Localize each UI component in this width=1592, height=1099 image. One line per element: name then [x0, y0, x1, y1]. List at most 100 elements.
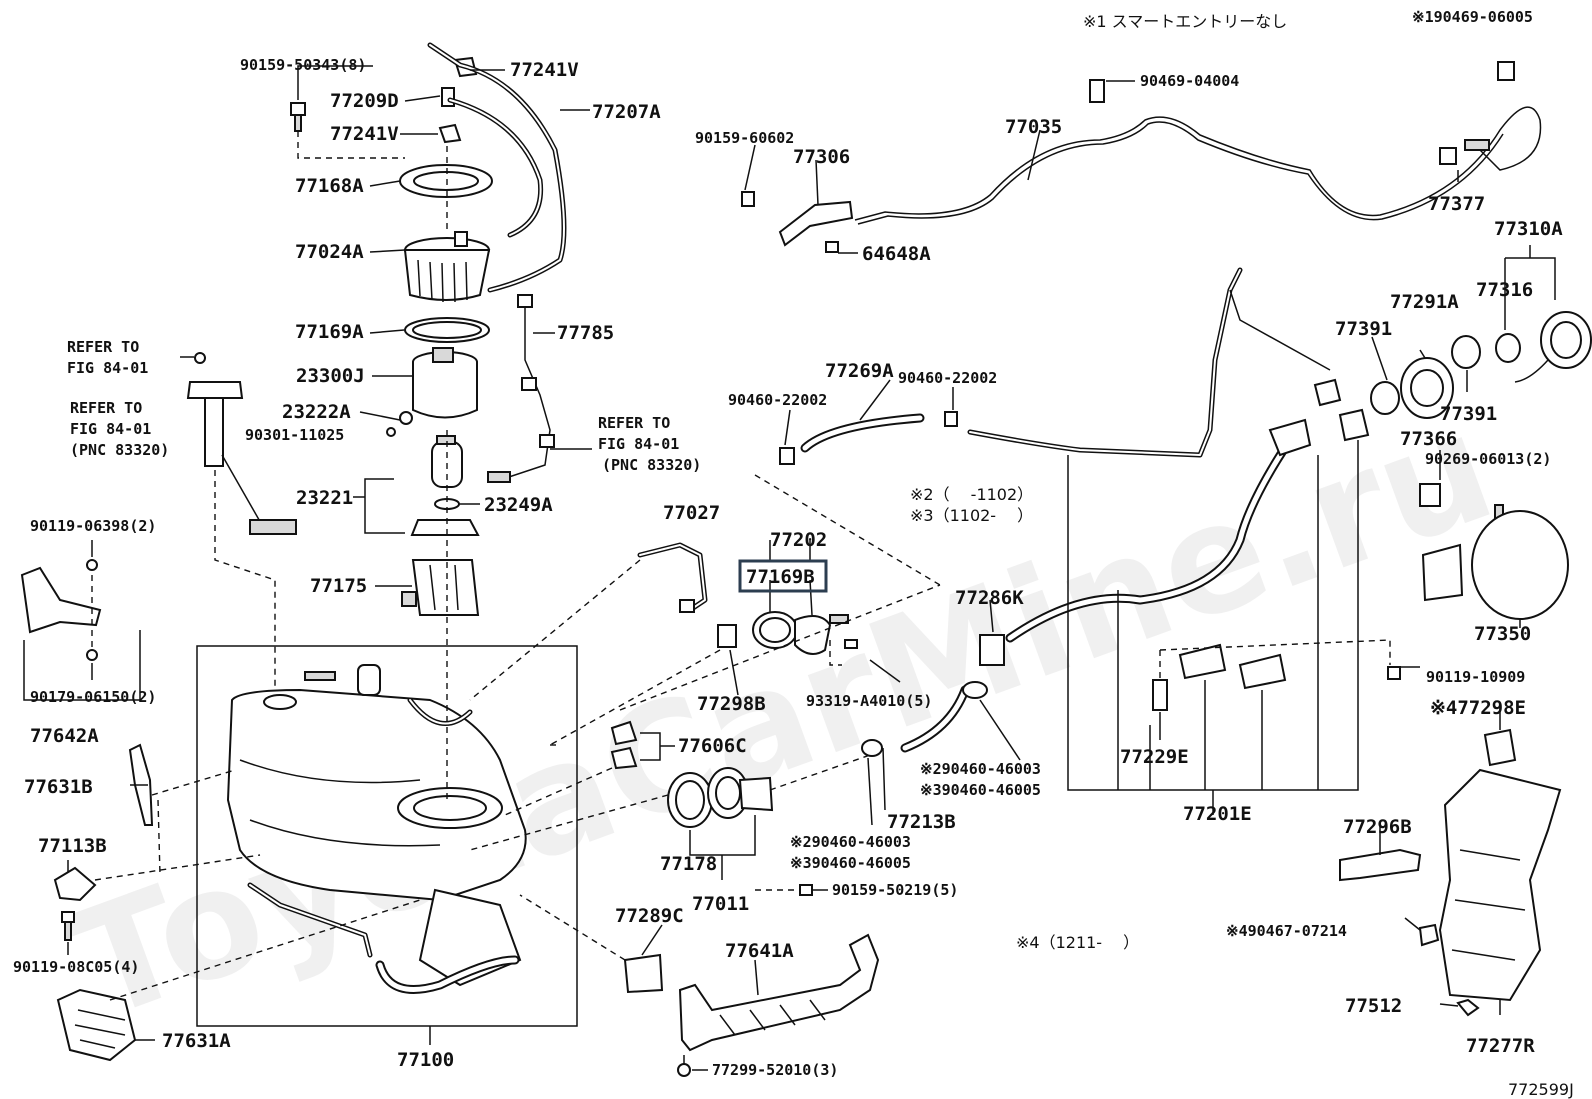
label-64648a[interactable]: 64648A [862, 243, 931, 265]
clamp-icon[interactable] [1238, 653, 1287, 690]
bolt-icon[interactable] [799, 884, 813, 896]
label-77011[interactable]: 77011 [692, 893, 749, 915]
fuel-tank[interactable] [226, 664, 527, 994]
label-77631a[interactable]: 77631A [162, 1030, 231, 1052]
label-77209d[interactable]: 77209D [330, 90, 399, 112]
label-90460-46003-b[interactable]: ※290460-46003 [790, 833, 911, 851]
label-77241v-a[interactable]: 77241V [510, 59, 579, 81]
label-90460-22002-a[interactable]: 90460-22002 [728, 391, 827, 409]
label-77241v-b[interactable]: 77241V [330, 123, 399, 145]
label-77298e[interactable]: ※477298E [1430, 697, 1526, 719]
lid-hinge[interactable] [1421, 543, 1464, 602]
label-90467-07214[interactable]: ※490467-07214 [1226, 922, 1347, 940]
label-77316[interactable]: 77316 [1476, 279, 1533, 301]
bolt-icon[interactable] [290, 102, 306, 132]
refer-pnc-3[interactable]: (PNC 83320) [602, 456, 701, 474]
bracket-icon[interactable] [1313, 378, 1342, 407]
label-77286k[interactable]: 77286K [955, 587, 1024, 609]
label-77113b[interactable]: 77113B [38, 835, 107, 857]
clip-77289c[interactable] [623, 953, 664, 994]
oring-23222a[interactable] [399, 411, 413, 425]
refer-to-1[interactable]: REFER TO [67, 338, 139, 356]
fuel-cap-77310a[interactable] [1514, 311, 1592, 383]
valve-77298b[interactable] [717, 624, 737, 648]
bracket-77642a[interactable] [20, 566, 102, 634]
cable-end-77377[interactable] [1439, 147, 1457, 165]
fuel-lid-77350[interactable] [1471, 510, 1569, 620]
tank-protector-77641a[interactable] [678, 933, 880, 1052]
label-77100[interactable]: 77100 [397, 1049, 454, 1071]
clip-77241v-lower[interactable] [438, 123, 462, 144]
bolt-icon[interactable] [1387, 666, 1401, 680]
label-77201e[interactable]: 77201E [1183, 803, 1252, 825]
label-23222a[interactable]: 23222A [282, 401, 351, 423]
label-77291a[interactable]: 77291A [1390, 291, 1459, 313]
clip-64648a[interactable] [825, 241, 839, 253]
label-90460-46005-a[interactable]: ※390460-46005 [920, 781, 1041, 799]
label-77306[interactable]: 77306 [793, 146, 850, 168]
label-77169b[interactable]: 77169B [746, 566, 815, 588]
fuel-pump-module[interactable] [403, 231, 491, 303]
retainer-ring[interactable] [399, 164, 493, 198]
label-77377[interactable]: 77377 [1428, 193, 1485, 215]
connector-77209d[interactable] [441, 87, 455, 107]
label-77299-52010[interactable]: 77299-52010(3) [712, 1061, 838, 1079]
label-93319-a4010[interactable]: 93319-A4010(5) [806, 692, 932, 710]
label-77391-a[interactable]: 77391 [1335, 318, 1392, 340]
refer-to-3[interactable]: REFER TO [598, 414, 670, 432]
label-90460-46005-b[interactable]: ※390460-46005 [790, 854, 911, 872]
label-77169a[interactable]: 77169A [295, 321, 364, 343]
label-90301-11025[interactable]: 90301-11025 [245, 426, 344, 444]
refer-fig-2[interactable]: FIG 84-01 [70, 420, 151, 438]
label-90119-08c05[interactable]: 90119-08C05(4) [13, 958, 139, 976]
label-77785[interactable]: 77785 [557, 322, 614, 344]
cover-77113b[interactable] [53, 866, 97, 902]
label-90269-06013[interactable]: 90269-06013(2) [1425, 450, 1551, 468]
clamp-77286k[interactable] [979, 634, 1005, 666]
label-90469-04004[interactable]: 90469-04004 [1140, 72, 1239, 90]
refer-fig-1[interactable]: FIG 84-01 [67, 359, 148, 377]
clamp-90469-04004[interactable] [1089, 79, 1105, 103]
label-77178[interactable]: 77178 [660, 853, 717, 875]
cable-77035[interactable] [854, 106, 1542, 221]
tube-77027[interactable] [637, 542, 708, 613]
wire-harness-77785[interactable] [499, 300, 551, 481]
label-77366[interactable]: 77366 [1400, 428, 1457, 450]
filler-gasket-77178[interactable] [667, 772, 713, 828]
label-77175[interactable]: 77175 [310, 575, 367, 597]
clip-77512[interactable] [1456, 998, 1480, 1017]
lid-lock-77306[interactable] [778, 200, 854, 247]
bracket-77296b[interactable] [1339, 848, 1422, 882]
label-90469-06005[interactable]: ※190469-06005 [1412, 8, 1533, 26]
label-77391-b[interactable]: 77391 [1440, 403, 1497, 425]
label-77035[interactable]: 77035 [1005, 116, 1062, 138]
pump-bracket[interactable] [401, 559, 480, 616]
label-77277r[interactable]: 77277R [1466, 1035, 1535, 1057]
clamp-90469-06005[interactable] [1497, 61, 1515, 81]
pump-gasket[interactable] [410, 519, 480, 536]
label-90119-06398[interactable]: 90119-06398(2) [30, 517, 156, 535]
label-77606c[interactable]: 77606C [678, 735, 747, 757]
label-77269a[interactable]: 77269A [825, 360, 894, 382]
gasket-77391-a[interactable] [1370, 381, 1400, 415]
label-23249a[interactable]: 23249A [484, 494, 553, 516]
label-23221[interactable]: 23221 [296, 487, 353, 509]
label-90460-22002-b[interactable]: 90460-22002 [898, 369, 997, 387]
label-77229e[interactable]: 77229E [1120, 746, 1189, 768]
label-77310a[interactable]: 77310A [1494, 218, 1563, 240]
label-77213b[interactable]: 77213B [887, 811, 956, 833]
label-77642a[interactable]: 77642A [30, 725, 99, 747]
fuel-sender-gauge[interactable] [186, 381, 297, 535]
refer-pnc-2[interactable]: (PNC 83320) [70, 441, 169, 459]
gasket-77391-b[interactable] [1451, 335, 1481, 369]
screw-icon[interactable] [844, 639, 858, 649]
label-77202[interactable]: 77202 [770, 529, 827, 551]
label-90159-60602[interactable]: 90159-60602 [695, 129, 794, 147]
label-90119-10909[interactable]: 90119-10909 [1426, 668, 1525, 686]
screw-icon[interactable] [677, 1063, 691, 1077]
label-77289c[interactable]: 77289C [615, 905, 684, 927]
clip-77606c-b[interactable] [610, 746, 638, 770]
clip-77606c-a[interactable] [610, 720, 638, 746]
label-77168a[interactable]: 77168A [295, 175, 364, 197]
plate-77202[interactable] [794, 615, 832, 655]
